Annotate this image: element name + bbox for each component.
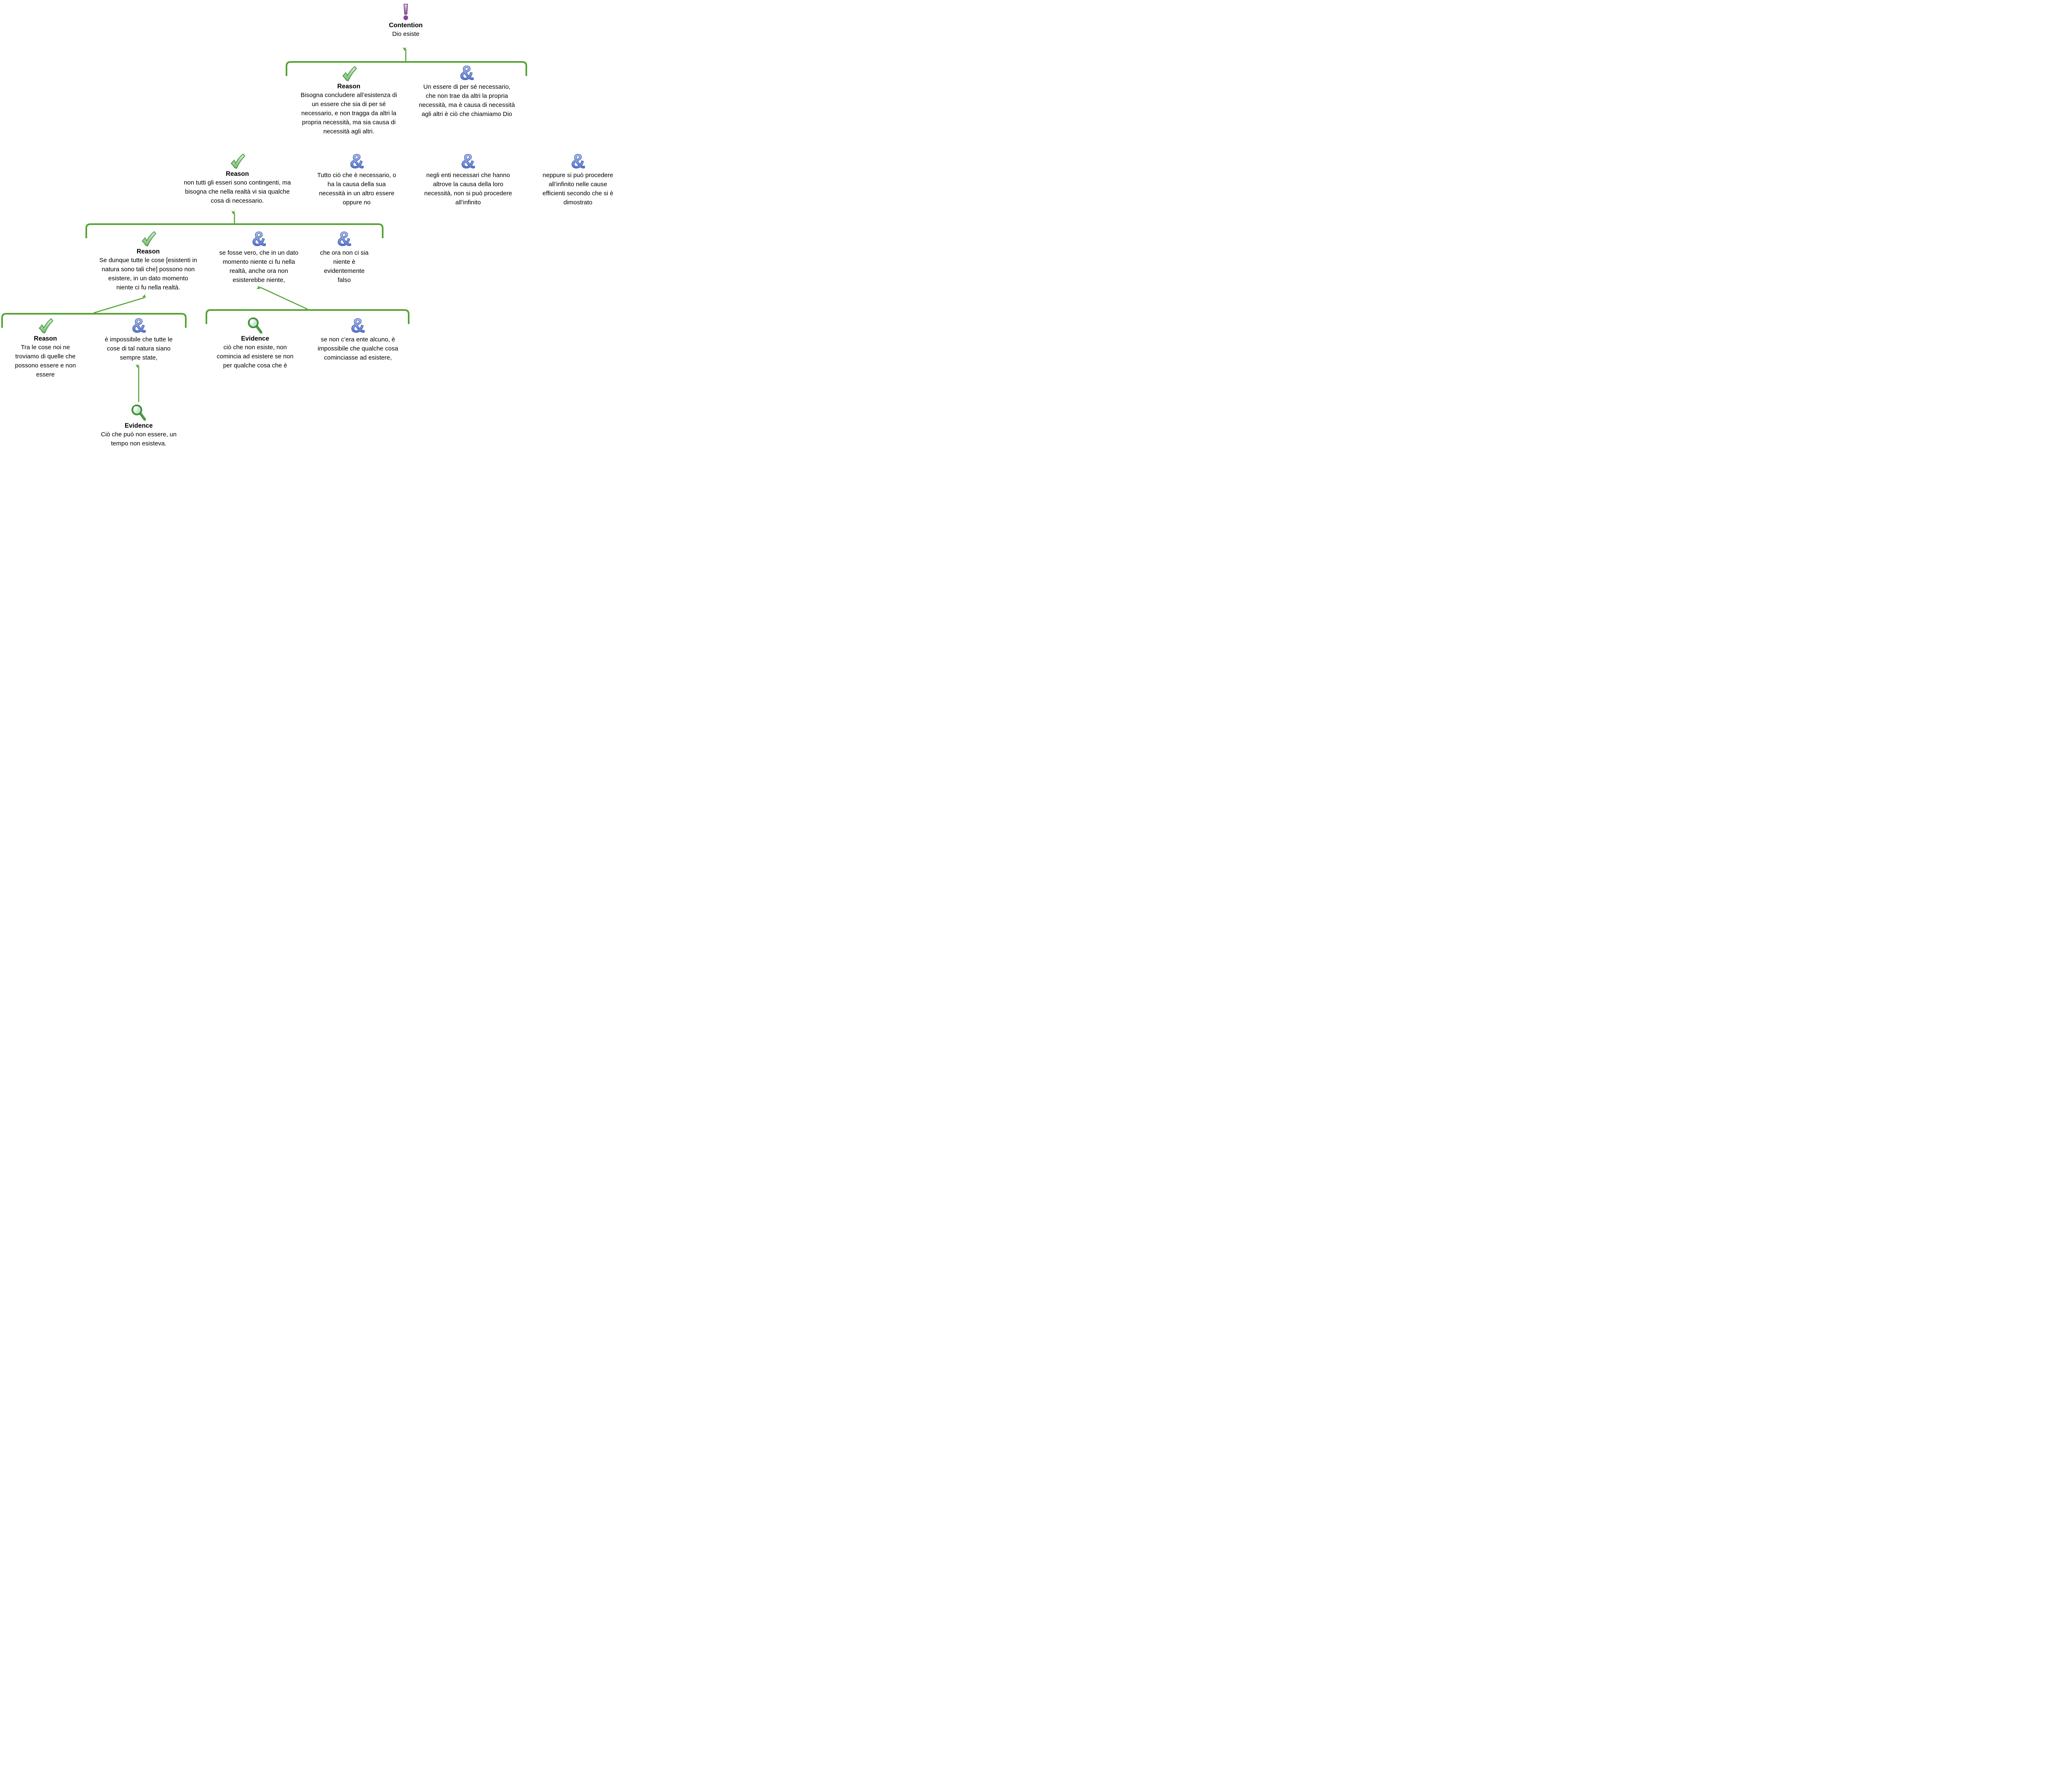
magnifier-icon bbox=[130, 405, 147, 421]
node-type-label: Contention bbox=[389, 22, 423, 29]
checkmark-icon bbox=[229, 153, 246, 169]
ampersand-icon: & bbox=[459, 153, 477, 170]
magnifier-icon bbox=[247, 317, 263, 334]
node-type-label: Reason bbox=[337, 83, 360, 90]
svg-text:&: & bbox=[351, 317, 365, 334]
svg-text:&: & bbox=[461, 153, 476, 170]
node-and1[interactable]: & Un essere di per sé necessario, che no… bbox=[411, 64, 523, 119]
node-type-label: Reason bbox=[137, 248, 160, 255]
checkmark-icon bbox=[341, 65, 357, 82]
node-contention[interactable]: Contention Dio esiste bbox=[373, 4, 439, 39]
svg-text:&: & bbox=[132, 317, 146, 334]
node-text: che ora non ci sia niente è evidentement… bbox=[320, 249, 369, 284]
node-type-label: Reason bbox=[34, 335, 57, 342]
arrow-to-reason3 bbox=[93, 294, 147, 314]
node-text: Dio esiste bbox=[392, 31, 419, 38]
svg-text:&: & bbox=[460, 64, 474, 82]
node-text: Un essere di per sé necessario, che non … bbox=[419, 83, 515, 118]
node-text: ciò che non esiste, non comincia ad esis… bbox=[217, 344, 294, 369]
node-text: negli enti necessari che hanno altrove l… bbox=[424, 172, 512, 206]
svg-text:&: & bbox=[350, 153, 364, 170]
node-reason4[interactable]: Reason Tra le cose noi ne troviamo di qu… bbox=[6, 317, 85, 379]
node-and2a[interactable]: & Tutto ciò che è necessario, o ha la ca… bbox=[310, 153, 403, 207]
node-text: è impossibile che tutte le cose di tal n… bbox=[104, 336, 173, 361]
exclamation-icon bbox=[402, 4, 410, 21]
node-and3b[interactable]: & che ora non ci sia niente è evidenteme… bbox=[313, 230, 375, 285]
ampersand-icon: & bbox=[348, 153, 365, 170]
arrow-to-and3a bbox=[256, 285, 308, 310]
node-text: se fosse vero, che in un dato momento ni… bbox=[219, 249, 298, 284]
ampersand-icon: & bbox=[250, 230, 267, 248]
ampersand-icon: & bbox=[569, 153, 587, 170]
node-and2b[interactable]: & negli enti necessari che hanno altrove… bbox=[419, 153, 518, 207]
node-text: se non c’era ente alcuno, è impossibile … bbox=[317, 336, 398, 361]
node-text: non tutti gli esseri sono contingenti, m… bbox=[184, 179, 291, 204]
ampersand-icon: & bbox=[336, 230, 353, 248]
node-text: Tutto ciò che è necessario, o ha la caus… bbox=[317, 172, 396, 206]
node-reason3[interactable]: Reason Se dunque tutte le cose [esistent… bbox=[90, 230, 207, 292]
node-reason2[interactable]: Reason non tutti gli esseri sono conting… bbox=[175, 153, 299, 206]
node-evidence1[interactable]: Evidence ciò che non esiste, non cominci… bbox=[207, 317, 304, 370]
svg-text:&: & bbox=[337, 230, 352, 248]
argument-map-canvas: Contention Dio esiste Reason Bisogna con… bbox=[0, 0, 623, 448]
node-and4[interactable]: & è impossibile che tutte le cose di tal… bbox=[97, 317, 181, 362]
ampersand-icon: & bbox=[458, 64, 476, 82]
svg-text:&: & bbox=[252, 230, 266, 248]
node-text: Tra le cose noi ne troviamo di quelle ch… bbox=[15, 344, 76, 378]
node-type-label: Evidence bbox=[241, 335, 270, 342]
node-text: Ciò che può non essere, un tempo non esi… bbox=[101, 431, 177, 447]
checkmark-icon bbox=[140, 230, 156, 247]
svg-text:&: & bbox=[571, 153, 585, 170]
node-and5[interactable]: & se non c’era ente alcuno, è impossibil… bbox=[308, 317, 407, 362]
node-text: neppure si può procedere all’infinito ne… bbox=[542, 172, 613, 206]
node-reason1[interactable]: Reason Bisogna concludere all’esistenza … bbox=[290, 65, 408, 136]
node-type-label: Reason bbox=[226, 170, 249, 178]
node-and2c[interactable]: & neppure si può procedere all’infinito … bbox=[534, 153, 623, 207]
node-text: Bisogna concludere all’esistenza di un e… bbox=[301, 92, 397, 135]
ampersand-icon: & bbox=[349, 317, 367, 334]
node-text: Se dunque tutte le cose [esistenti in na… bbox=[99, 257, 197, 291]
node-type-label: Evidence bbox=[124, 422, 153, 429]
checkmark-icon bbox=[37, 317, 54, 334]
node-evidence2[interactable]: Evidence Ciò che può non essere, un temp… bbox=[95, 405, 183, 448]
node-and3a[interactable]: & se fosse vero, che in un dato momento … bbox=[211, 230, 308, 285]
ampersand-icon: & bbox=[130, 317, 147, 334]
